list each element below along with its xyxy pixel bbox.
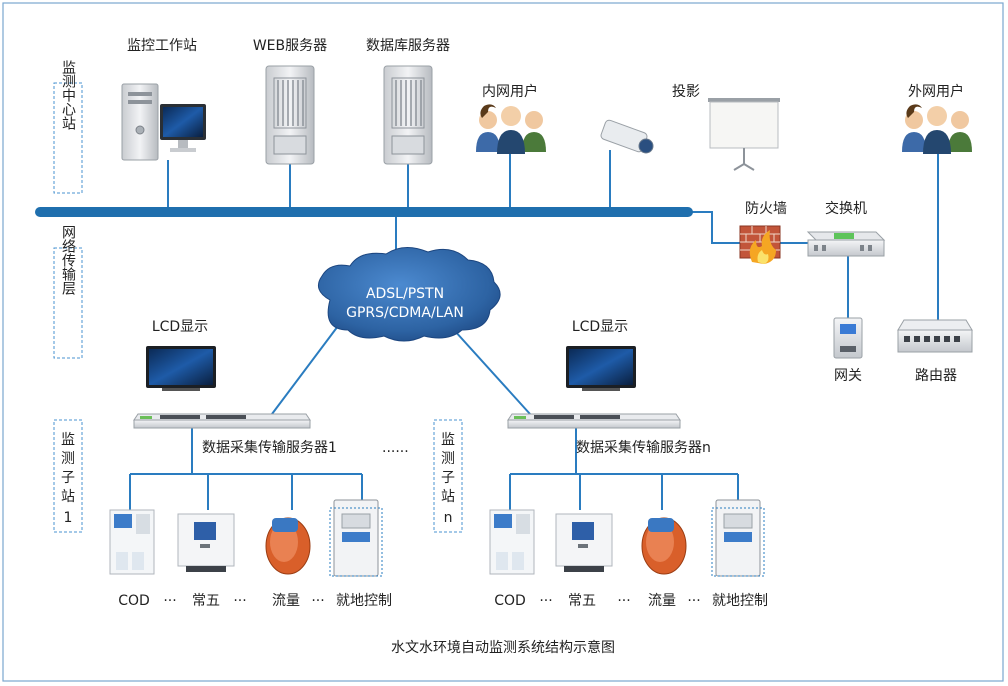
station1-dots: ··· [311,593,324,609]
firewall-label: 防火墙 [745,201,787,217]
station1-server-label: 数据采集传输服务器1 [202,439,337,456]
station1-dots: ··· [233,593,246,609]
stationn-device-label: 常五 [568,593,596,609]
cloud-line2: GPRS/CDMA/LAN [346,305,464,321]
extranet-users-label: 外网用户 [908,83,964,100]
lane-sub1-char: 1 [64,510,73,526]
lane-subn: 监 测 子 站 n [433,419,463,533]
gateway-label: 网关 [834,368,862,384]
stationn-server-rack [507,413,681,429]
station1-lcd-monitor [146,346,216,391]
projector-label: 投影 [672,84,700,100]
stationn-dots: ··· [539,593,552,609]
lane-sub1-char: 测 [61,451,75,467]
station1-lcd-label: LCD显示 [152,319,208,335]
lane-center-label: 监测中心站 [60,60,76,130]
cloud-line1: ADSL/PSTN [366,286,444,302]
stationn-dots: ··· [687,593,700,609]
lane-sub1-char: 站 [61,489,75,505]
cod-analyzer-icon [109,509,155,575]
stationn-server-label: 数据采集传输服务器n [576,439,711,456]
cod-analyzer-icon [489,509,535,575]
stationn-dots: ··· [617,593,630,609]
workstation-icon [121,83,206,161]
lane-network: 网络传输层 [53,225,83,359]
lane-sub1: 监 测 子 站 1 [53,419,83,533]
lane-subn-char: 子 [441,470,455,486]
intranet-users-label: 内网用户 [482,83,538,100]
switch-icon [806,231,886,257]
lane-sub1-char: 子 [61,470,75,486]
local-control-cabinet-icon [329,499,383,577]
station1-device-label: 常五 [192,593,220,609]
lane-network-label: 网络传输层 [60,225,76,295]
connection-lines [129,150,939,510]
stationn-lcd-monitor [566,346,636,391]
web-server-icon [265,65,315,165]
switch-label: 交换机 [825,200,867,217]
lane-center: 监测中心站 [53,60,83,194]
lane-subn-char: n [444,510,453,526]
network-cloud: ADSL/PSTN GPRS/CDMA/LAN [317,247,501,342]
intranet-users-icon [476,104,546,154]
stationn-device-label: COD [494,593,526,609]
station1-device-label: 流量 [272,593,300,609]
station1-device-label: COD [118,593,150,609]
station1-ellipsis: ...... [382,440,409,456]
firewall-icon [739,225,781,264]
five-parameter-analyzer-icon [555,513,613,572]
router-icon [897,319,973,353]
gateway-icon [833,317,863,359]
station1-dots: ··· [163,593,176,609]
database-server-label: 数据库服务器 [366,38,450,54]
extranet-users-icon [902,104,972,154]
web-server-label: WEB服务器 [253,38,327,54]
station1-server-rack [133,413,311,429]
diagram-title: 水文水环境自动监测系统结构示意图 [391,639,615,656]
stationn-lcd-label: LCD显示 [572,319,628,335]
flowmeter-icon [265,517,311,575]
workstation-label: 监控工作站 [127,38,197,54]
stationn-device-label: 流量 [648,593,676,609]
lane-sub1-char: 监 [61,432,75,448]
projector-icon [600,98,780,171]
stationn-device-label: 就地控制 [712,593,768,609]
lane-subn-char: 监 [441,432,455,448]
database-server-icon [383,65,433,165]
router-label: 路由器 [915,368,957,384]
flowmeter-icon [641,517,687,575]
local-control-cabinet-icon [711,499,765,577]
station1-device-label: 就地控制 [336,593,392,609]
lane-subn-char: 站 [441,489,455,505]
five-parameter-analyzer-icon [177,513,235,572]
lane-subn-char: 测 [441,451,455,467]
